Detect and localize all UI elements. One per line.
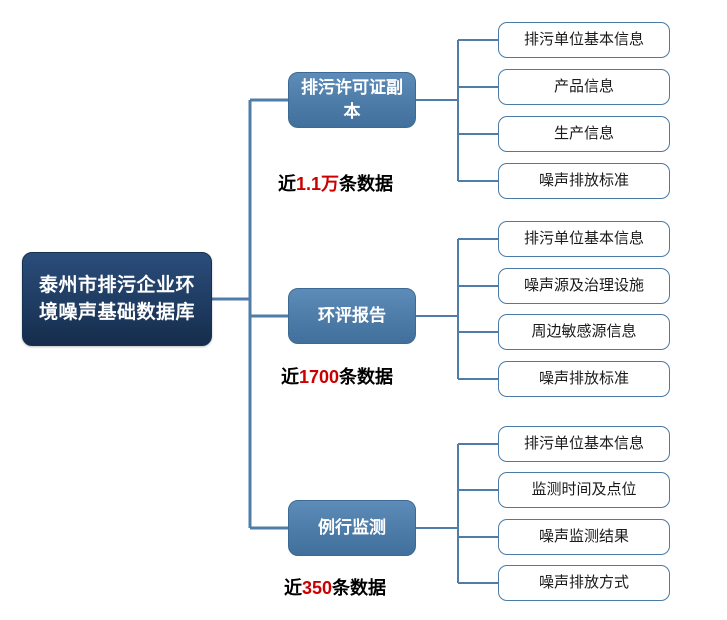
leaf-node-2-1-label: 排污单位基本信息 [523, 230, 644, 247]
leaf-node-1-3[interactable]: 生产信息 [498, 116, 670, 152]
leaf-node-2-2[interactable]: 噪声源及治理设施 [498, 268, 670, 304]
branch-node-1[interactable]: 排污许可证副本 [288, 72, 416, 128]
leaf-node-3-1-label: 排污单位基本信息 [523, 435, 644, 452]
leaf-node-1-4-label: 噪声排放标准 [538, 172, 629, 189]
branch-3-caption-prefix: 近 [284, 578, 302, 598]
branch-node-2-label: 环评报告 [318, 306, 386, 325]
leaf-node-2-4[interactable]: 噪声排放标准 [498, 361, 670, 397]
branch-2-caption-prefix: 近 [281, 367, 299, 387]
leaf-node-2-3[interactable]: 周边敏感源信息 [498, 314, 670, 350]
leaf-node-1-2[interactable]: 产品信息 [498, 69, 670, 105]
branch-2-caption: 近1700条数据 [281, 363, 393, 389]
leaf-node-1-4[interactable]: 噪声排放标准 [498, 163, 670, 199]
root-node[interactable]: 泰州市排污企业环境噪声基础数据库 [22, 252, 212, 346]
branch-2-caption-suffix: 条数据 [339, 367, 394, 387]
branch-1-caption-suffix: 条数据 [339, 174, 394, 194]
branch-node-3[interactable]: 例行监测 [288, 500, 416, 556]
leaf-node-3-1[interactable]: 排污单位基本信息 [498, 426, 670, 462]
branch-3-caption: 近350条数据 [284, 574, 386, 600]
leaf-node-1-1-label: 排污单位基本信息 [523, 31, 644, 48]
leaf-node-3-2-label: 监测时间及点位 [531, 481, 637, 498]
root-node-label: 泰州市排污企业环境噪声基础数据库 [38, 275, 195, 323]
leaf-node-1-3-label: 生产信息 [553, 125, 614, 142]
branch-node-1-label: 排污许可证副本 [301, 78, 403, 121]
branch-1-caption-prefix: 近 [278, 174, 296, 194]
branch-3-caption-suffix: 条数据 [332, 578, 387, 598]
leaf-node-3-4-label: 噪声排放方式 [538, 574, 629, 591]
branch-node-3-label: 例行监测 [318, 518, 386, 537]
leaf-node-2-2-label: 噪声源及治理设施 [523, 277, 644, 294]
leaf-node-1-1[interactable]: 排污单位基本信息 [498, 22, 670, 58]
leaf-node-3-3-label: 噪声监测结果 [538, 528, 629, 545]
leaf-node-3-3[interactable]: 噪声监测结果 [498, 519, 670, 555]
leaf-node-2-4-label: 噪声排放标准 [538, 370, 629, 387]
leaf-node-1-2-label: 产品信息 [553, 78, 614, 95]
leaf-node-3-4[interactable]: 噪声排放方式 [498, 565, 670, 601]
leaf-node-2-1[interactable]: 排污单位基本信息 [498, 221, 670, 257]
branch-2-caption-number: 1700 [299, 367, 340, 387]
branch-1-caption-number: 1.1万 [296, 174, 340, 194]
branch-3-caption-number: 350 [302, 578, 333, 598]
branch-node-2[interactable]: 环评报告 [288, 288, 416, 344]
leaf-node-2-3-label: 周边敏感源信息 [531, 323, 637, 340]
leaf-node-3-2[interactable]: 监测时间及点位 [498, 472, 670, 508]
branch-1-caption: 近1.1万条数据 [278, 170, 393, 196]
